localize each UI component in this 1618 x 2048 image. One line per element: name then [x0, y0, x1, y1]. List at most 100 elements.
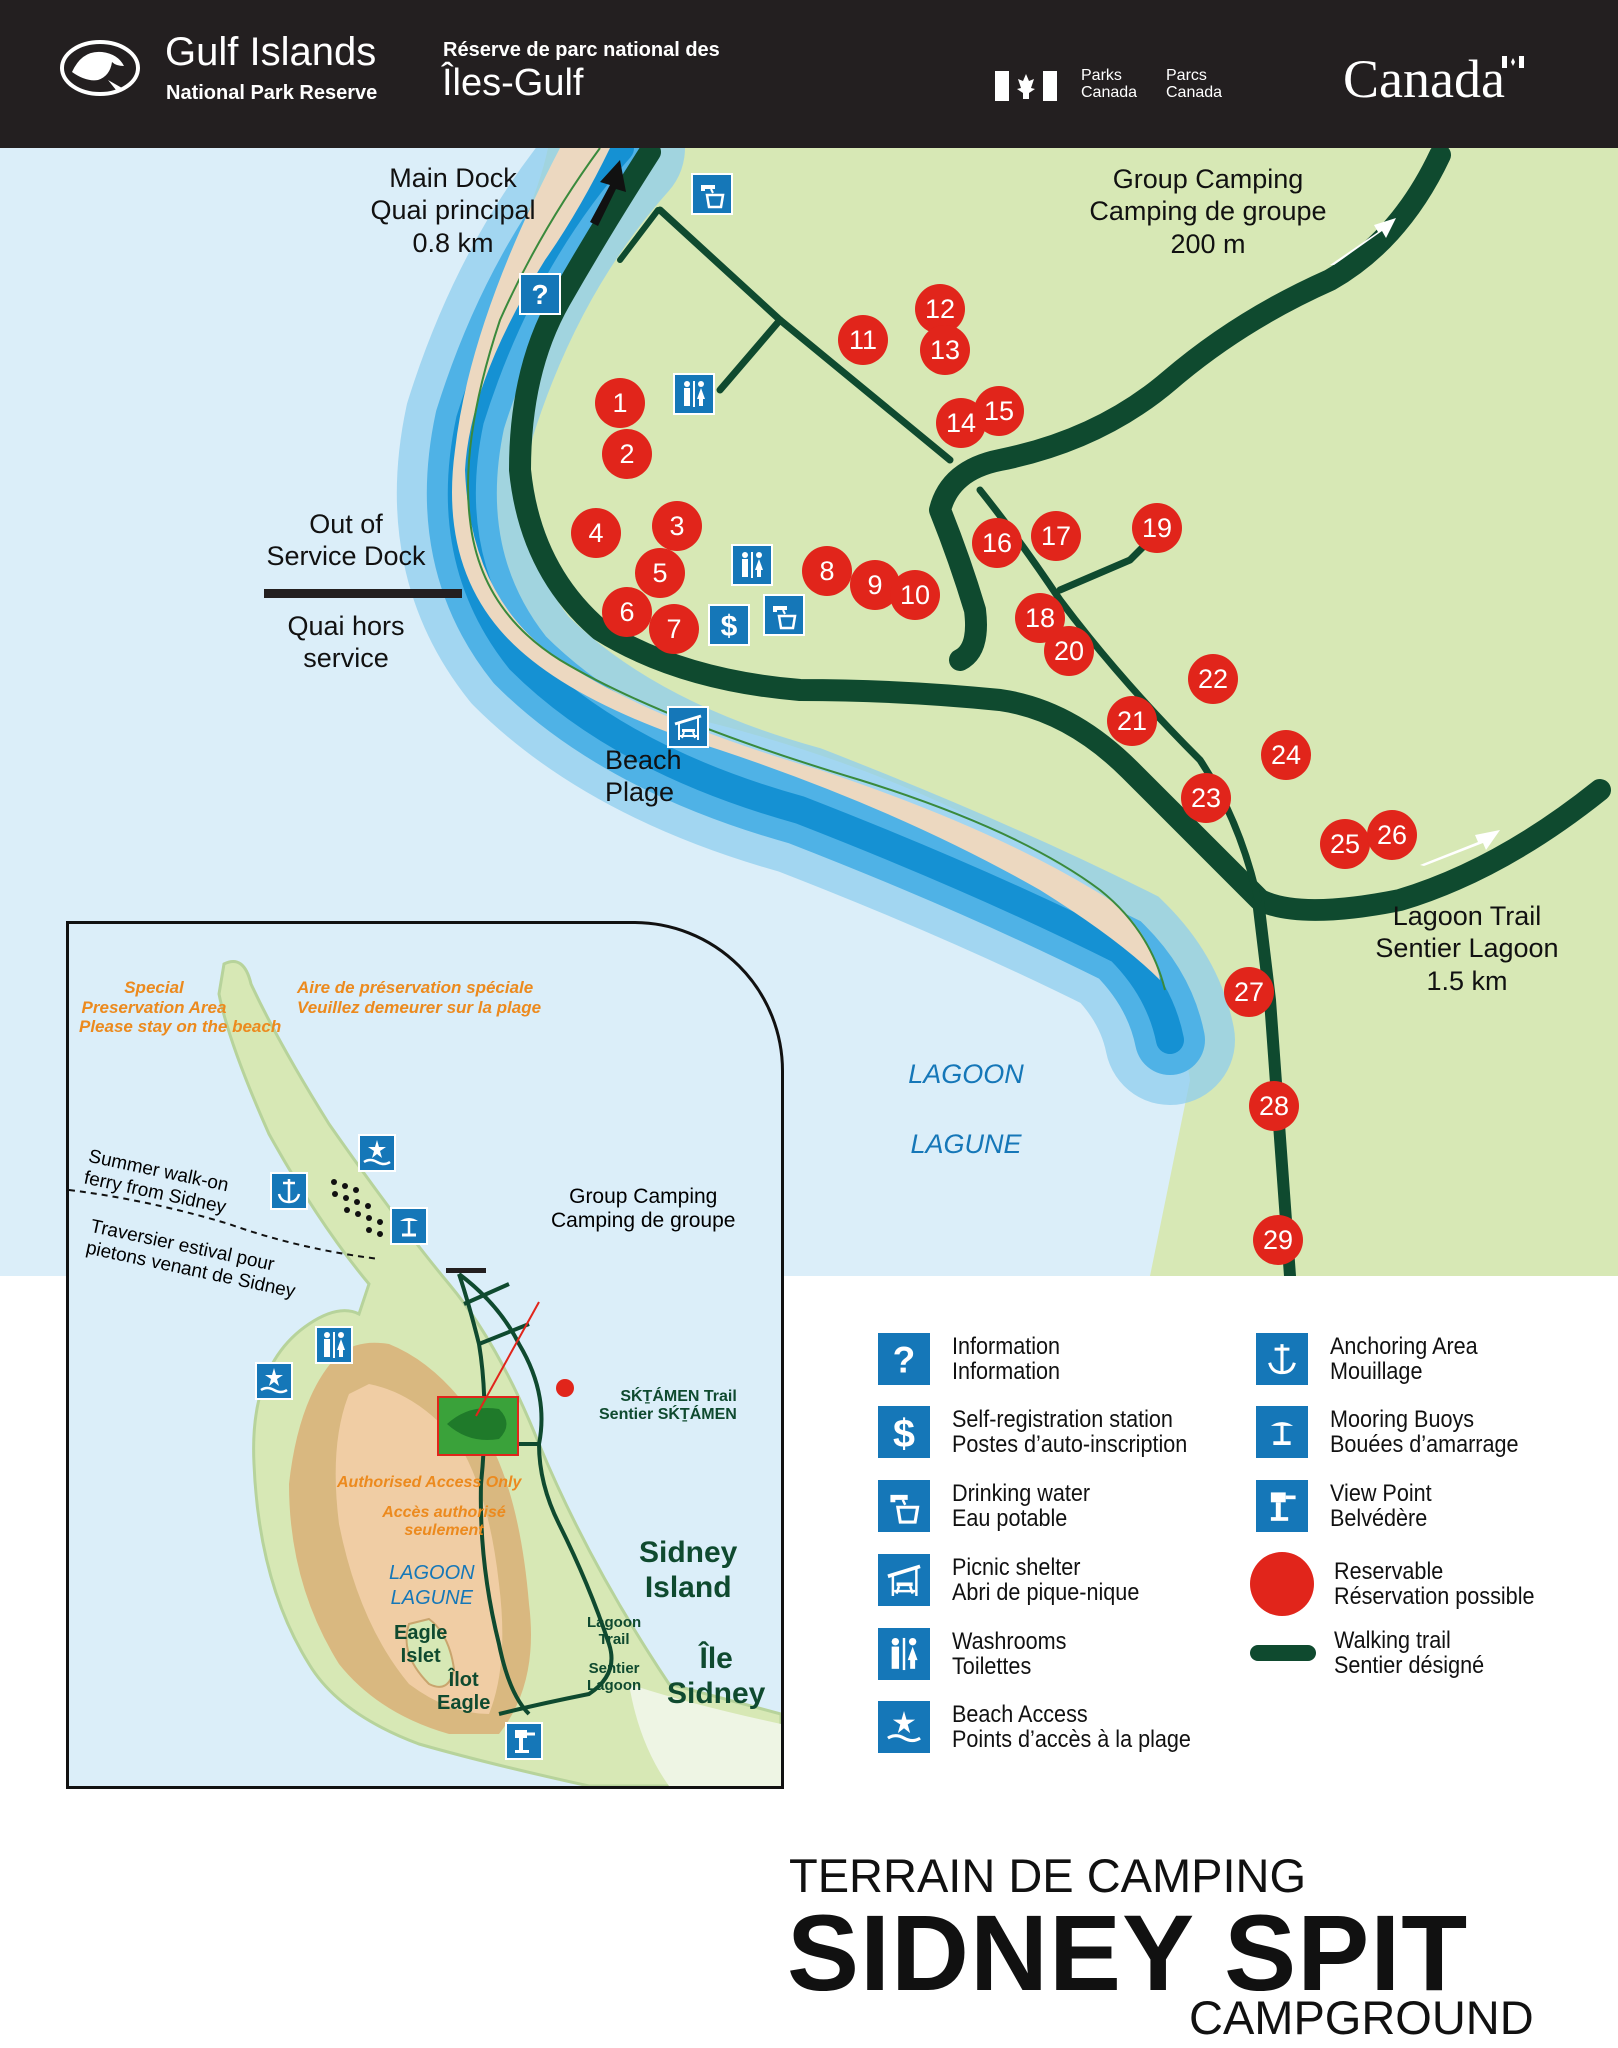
sidney-island-label: Sidney Island — [639, 1536, 738, 1604]
drinking-water-icon[interactable] — [763, 594, 805, 636]
mooring-buoys-icon[interactable] — [390, 1207, 428, 1245]
beach-area — [452, 148, 1160, 980]
agency-fr: Parcs Canada — [1166, 67, 1223, 101]
legend-label-en: Self-registration station — [952, 1405, 1173, 1433]
campsite-8[interactable]: 8 — [802, 546, 852, 596]
view-point-icon[interactable] — [505, 1722, 543, 1760]
campsite-24[interactable]: 24 — [1261, 730, 1311, 780]
campsite-1[interactable]: 1 — [595, 378, 645, 428]
anchoring-area-icon[interactable] — [270, 1172, 308, 1210]
group-camping-label: Group Camping Camping de groupe 200 m — [1089, 164, 1327, 259]
campsite-21[interactable]: 21 — [1107, 696, 1157, 746]
park-type-en: National Park Reserve — [166, 82, 378, 104]
inset-lagoon-trail-label: Lagoon Trail — [587, 1614, 642, 1649]
legend-label-fr: Eau potable — [952, 1505, 1068, 1532]
title-main: SIDNEY SPIT — [787, 1892, 1469, 2013]
legend-label-en: Reservable — [1334, 1557, 1444, 1585]
legend-label-fr: Toilettes — [952, 1653, 1032, 1680]
park-type-fr: Réserve de parc national des — [443, 39, 720, 61]
park-name-en: Gulf Islands — [165, 30, 377, 74]
wordmark-flag-icon — [1502, 56, 1524, 68]
park-name-fr: Îles-Gulf — [442, 62, 584, 104]
washrooms-icon[interactable] — [315, 1326, 353, 1364]
washrooms-icon — [878, 1628, 930, 1680]
header-bar: Gulf Islands National Park Reserve Réser… — [0, 0, 1618, 148]
ile-sidney-label: Île Sidney — [667, 1642, 766, 1710]
self-registration-icon[interactable]: $ — [708, 604, 750, 646]
title-en: CAMPGROUND — [1189, 1991, 1534, 2044]
campsite-11[interactable]: 11 — [838, 315, 888, 365]
campsite-15[interactable]: 15 — [974, 386, 1024, 436]
campsite-18[interactable]: 18 — [1015, 593, 1065, 643]
svg-text:$: $ — [721, 610, 738, 642]
out-of-service-dock — [264, 589, 462, 598]
legend-label-en: Information — [952, 1332, 1061, 1360]
campsite-4[interactable]: 4 — [571, 508, 621, 558]
picnic-shelter-icon[interactable] — [667, 706, 709, 748]
agency-en: Parks Canada — [1081, 67, 1138, 101]
campsite-10[interactable]: 10 — [890, 570, 940, 620]
special-area-label-fr: Aire de préservation spéciale Veuillez d… — [297, 978, 542, 1017]
ilot-eagle-label: Îlot Eagle — [437, 1669, 491, 1714]
svg-text:?: ? — [893, 1339, 916, 1380]
inset-overview-map: Special Preservation Area Please stay on… — [66, 921, 784, 1789]
group-camping-marker — [556, 1379, 574, 1397]
campsite-29[interactable]: 29 — [1253, 1215, 1303, 1265]
campsite-7[interactable]: 7 — [649, 604, 699, 654]
campsite-26[interactable]: 26 — [1367, 810, 1417, 860]
out-of-service-dock-label-fr: Quai hors service — [287, 611, 405, 674]
beaver-logo-icon — [60, 40, 140, 96]
campsite-23[interactable]: 23 — [1181, 773, 1231, 823]
legend-label-en: Drinking water — [952, 1479, 1091, 1507]
campsite-2[interactable]: 2 — [602, 429, 652, 479]
drinking-water-icon — [878, 1480, 930, 1532]
out-of-service-dock-label-en: Out of Service Dock — [266, 509, 426, 572]
campsite-6[interactable]: 6 — [602, 587, 652, 637]
beach-label: Beach Plage — [605, 745, 682, 808]
lagoon-trail-label: Lagoon Trail Sentier Lagoon 1.5 km — [1375, 901, 1559, 996]
arrow-group-camping-icon — [1330, 218, 1396, 265]
campsite-28[interactable]: 28 — [1249, 1081, 1299, 1131]
campsite-17[interactable]: 17 — [1031, 511, 1081, 561]
main-dock-label: Main Dock Quai principal 0.8 km — [370, 163, 536, 258]
legend-label-fr: Belvédère — [1330, 1505, 1428, 1532]
arrow-lagoon-trail-icon — [1420, 830, 1500, 866]
reservable-marker-icon — [1250, 1552, 1314, 1616]
legend-label-fr: Mouillage — [1330, 1358, 1423, 1385]
beach-access-icon[interactable] — [358, 1134, 396, 1172]
washrooms-icon[interactable] — [673, 373, 715, 415]
campsite-19[interactable]: 19 — [1132, 503, 1182, 553]
self-registration-icon: $ — [878, 1406, 930, 1458]
campsite-16[interactable]: 16 — [972, 518, 1022, 568]
authorised-access-label-en: Authorised Access Only — [337, 1474, 522, 1491]
washrooms-icon[interactable] — [731, 544, 773, 586]
campsite-27[interactable]: 27 — [1224, 967, 1274, 1017]
campsite-3[interactable]: 3 — [652, 501, 702, 551]
campsite-5[interactable]: 5 — [635, 548, 685, 598]
campsite-25[interactable]: 25 — [1320, 819, 1370, 869]
canada-flag-icon — [995, 71, 1057, 101]
legend-label-en: Beach Access — [952, 1700, 1088, 1728]
authorised-access-label-fr: Accès authorisé seulement — [382, 1504, 506, 1540]
information-icon: ? — [878, 1333, 930, 1385]
legend-label-en: View Point — [1330, 1479, 1432, 1507]
legend-label-en: Washrooms — [952, 1627, 1067, 1655]
drinking-water-icon[interactable] — [691, 173, 733, 215]
lagoon-label-fr: LAGUNE — [910, 1129, 1022, 1159]
campsite-22[interactable]: 22 — [1188, 654, 1238, 704]
campsite-13[interactable]: 13 — [920, 325, 970, 375]
mooring-buoys-icon — [1256, 1406, 1308, 1458]
arrow-main-dock-icon — [590, 160, 626, 226]
legend-label-fr: Sentier désigné — [1334, 1652, 1485, 1680]
beach-access-icon[interactable] — [255, 1362, 293, 1400]
legend-label-fr: Information — [952, 1358, 1061, 1385]
campsite-20[interactable]: 20 — [1044, 626, 1094, 676]
information-icon[interactable]: ? — [519, 273, 561, 315]
